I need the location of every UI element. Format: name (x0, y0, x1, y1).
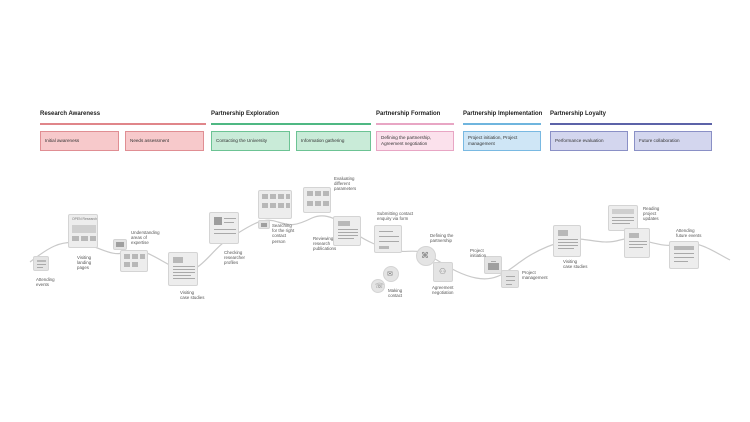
touchpoint-label: Project management (522, 270, 548, 281)
touchpoint-label: Checking researcher profiles (224, 250, 245, 266)
handshake-icon: ⌘ (416, 246, 436, 266)
phase-divider (376, 123, 454, 125)
grid-icon (303, 187, 331, 213)
touchpoint-label: Making contact (388, 288, 403, 299)
phase-title: Partnership Implementation (463, 111, 543, 117)
touchpoint-label: Defining the partnership (430, 233, 454, 244)
stage-contacting-university: Contacting the University (211, 131, 290, 151)
form-icon (374, 225, 402, 253)
stage-information-gathering: Information gathering (296, 131, 371, 151)
document-icon (168, 252, 198, 286)
directory-grid-icon (258, 190, 292, 219)
phase-title: Partnership Loyalty (550, 111, 607, 117)
touchpoint-label: Reading project updates (643, 206, 660, 222)
document-icon (553, 225, 581, 257)
touchpoint-label: Visiting case studies (563, 259, 588, 270)
document-icon (333, 216, 361, 246)
profile-icon (209, 212, 239, 244)
negotiation-icon: ⚇ (433, 262, 453, 282)
phase-divider (463, 123, 541, 125)
phase-divider (550, 123, 712, 125)
phone-icon: ☏ (371, 279, 385, 293)
briefcase-icon (484, 256, 502, 274)
stage-initial-awareness: Initial awareness (40, 131, 119, 151)
touchpoint-label: Searching for the right contact person (272, 223, 295, 244)
stage-project-initiation: Project initiation, Project management (463, 131, 541, 151)
phase-divider (40, 123, 206, 125)
stage-performance-evaluation: Performance evaluation (550, 131, 628, 151)
touchpoint-label: Visiting landing pages (77, 255, 92, 271)
touchpoint-label: Visiting case studies (180, 290, 205, 301)
phase-title: Research Awareness (40, 111, 101, 117)
webpage-icon: OPEN Research (68, 214, 98, 248)
touchpoint-label: Project initiation (470, 248, 487, 259)
touchpoint-label: Submitting contact enquiry via form (377, 211, 414, 222)
calendar-icon (33, 256, 49, 271)
phase-divider (211, 123, 371, 125)
laptop-icon (258, 220, 270, 229)
touchpoint-label: Understanding areas of expertise (131, 230, 160, 246)
touchpoint-label: Agreement negotiation (432, 285, 454, 296)
touchpoint-label: Attending future events (676, 228, 702, 239)
touchpoint-label: Reviewing research publications (313, 236, 337, 252)
checklist-icon (501, 270, 519, 288)
touchpoint-label: Evaluating different parameters (334, 176, 357, 192)
calendar-icon (669, 241, 699, 269)
stage-needs-assessment: Needs assessment (125, 131, 204, 151)
laptop-icon (113, 239, 127, 250)
stage-defining-partnership: Defining the partnership, Agreement nego… (376, 131, 454, 151)
phase-title: Partnership Formation (376, 111, 441, 117)
document-icon (624, 228, 650, 258)
touchpoint-label: Attending events (36, 277, 55, 288)
phase-title: Partnership Exploration (211, 111, 280, 117)
envelope-icon: ✉ (383, 266, 399, 282)
expertise-page-icon (120, 250, 148, 272)
stage-future-collaboration: Future collaboration (634, 131, 712, 151)
newsletter-icon (608, 205, 638, 231)
